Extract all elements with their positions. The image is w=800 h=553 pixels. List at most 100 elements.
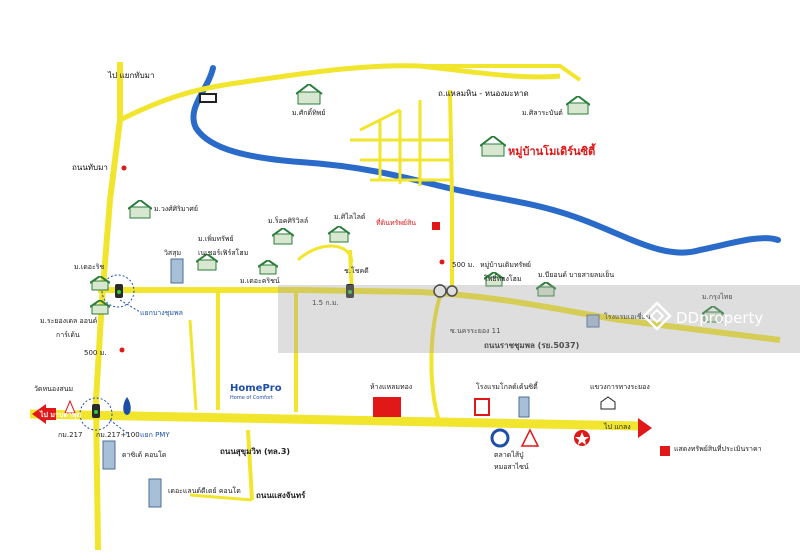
caltex-icon (574, 430, 590, 446)
house-icon (484, 272, 504, 287)
intersection-circle (101, 274, 135, 308)
building-icon (518, 396, 530, 418)
label-wongsirimat: ม.วงศ์ศิริมาศย์ (154, 205, 198, 213)
house-icon (90, 300, 110, 315)
mall-icon (373, 397, 401, 417)
label-sang-chan: ถนนแสงจันทร์ (256, 491, 306, 500)
intersection-circle (79, 397, 113, 431)
house-icon (90, 276, 110, 291)
label-to-klaeng: ไป แกลง (604, 423, 631, 431)
river (190, 65, 781, 256)
house-icon (702, 306, 724, 323)
label-market: ตลาดไส้ปู่ (494, 451, 524, 459)
label-rat-road: ถนนราชชุมพล (รย.5037) (484, 341, 580, 350)
watermark-band (278, 285, 800, 353)
label-ramp: แยกบางชุมพล (140, 309, 183, 317)
temple-icon (520, 428, 540, 447)
arrow-left-icon (32, 404, 46, 424)
building-icon (102, 440, 116, 470)
label-wat: วัดหนองสนม (34, 385, 74, 393)
house-icon (566, 96, 590, 115)
label-km217: กม.217 (58, 431, 83, 439)
label-assess: แสดงทรัพย์สินที่ประเมินราคา (674, 445, 762, 453)
label-bliss: ม.บียอนด์ บายสายลมเย็น (538, 271, 615, 279)
label-nextpin: เนเชอร์เฟิร์สโฮม (198, 249, 249, 257)
house-icon (328, 226, 350, 243)
arrow-right-icon (638, 418, 652, 438)
house-icon (272, 228, 294, 245)
building-icon (586, 314, 600, 328)
label-sukhumvit: ถนนสุขุมวิท (ทล.3) (220, 447, 291, 456)
label-mue-rich: ม.เดอะริช (74, 263, 105, 271)
label-soi-11: ซ.นครระยอง 11 (450, 327, 501, 335)
label-top-left-road: ไป แยกทับมา (108, 71, 155, 80)
building-icon (148, 478, 162, 508)
hotel-icon (474, 398, 490, 416)
road-sukhumvit (29, 409, 641, 431)
road-laem-hin (420, 64, 582, 82)
road-sang-chan (246, 429, 254, 501)
ddproperty-logo-icon (642, 301, 672, 331)
traffic-light-icon (115, 284, 123, 298)
house-icon (128, 200, 152, 219)
house-icon (480, 136, 506, 157)
traffic-light-icon (346, 284, 354, 298)
gas-station-icon (123, 397, 131, 415)
roundabout-icon (433, 284, 447, 298)
label-tourism: แขวงการทางระยอง (590, 383, 650, 391)
label-laem-hin: ถ.แหลมหิน - หนองมะหาด (438, 89, 529, 98)
label-mue-sap: ม.เพิ่มทรัพย์ (198, 235, 234, 243)
road-soi-c (188, 319, 198, 411)
label-500m-b: 500 ม. (84, 349, 107, 357)
road-left-vertical (92, 62, 123, 551)
label-krung-thai: ม.กรุงไทย (702, 293, 733, 301)
house-icon (196, 254, 218, 271)
bridge-marker (199, 93, 217, 103)
label-vision: ดาซิเด้ คอนโด (122, 451, 167, 459)
label-km: 1.5 ก.ม. (312, 299, 339, 307)
label-saksit: ม.ศักดิ์ทิพย์ (292, 109, 326, 117)
label-project: หมู่บ้านโมเดิร์นซิตี้ (508, 145, 596, 158)
building-icon (170, 258, 184, 284)
watermark-text: DDproperty (676, 309, 764, 327)
label-km217-100: กม.217+100 (96, 431, 140, 439)
label-le-creek: ม.เดอะคริชน์ (240, 277, 280, 285)
label-beer: เดอะแลนด์ดีเดย์ คอนโด (168, 487, 241, 495)
label-silai: ม.ศิไลไลด์ (334, 213, 366, 221)
label-dancing: ห้างแหลมทอง (370, 383, 413, 391)
project-grid (350, 100, 450, 186)
ptt-icon (490, 428, 510, 448)
road-soi-d (429, 295, 442, 419)
label-choke: ช.โชคดี (344, 267, 369, 275)
label-homepro: HomePro (230, 383, 282, 394)
label-thidin: ที่ดินทรัพย์สิน (376, 219, 417, 227)
thidin-marker (432, 222, 440, 230)
label-hospital: หมอสาไซน์ (494, 463, 529, 471)
label-500m-a: 500 ม. (452, 261, 475, 269)
label-pmy: แยก PMY (140, 431, 170, 439)
road-soi-f (296, 244, 354, 263)
government-icon (600, 396, 616, 410)
road-project (448, 89, 454, 296)
road-rat (98, 287, 781, 343)
label-homepro-sub: Home of Comfort (230, 395, 274, 401)
label-tipwa: โพธิ์ทองโฮม (484, 275, 522, 283)
house-icon (296, 84, 323, 105)
label-thap-ma-road: ถนนทับมา (72, 163, 108, 172)
label-siraban: ม.ศิลาระบันต์ (522, 109, 563, 117)
label-hotel-min: โรงแรมเอเชี่ยน (604, 313, 651, 321)
house-icon (536, 282, 556, 297)
temple-icon (64, 400, 76, 414)
road-thap-ma (118, 63, 561, 123)
label-ban-ngam: หมู่บ้านเติมทรัพย์ (480, 261, 532, 269)
label-cardins: การ์เด้น (56, 331, 80, 339)
property-marker (660, 446, 670, 456)
label-visaum: วิสสุม (164, 249, 182, 257)
label-to-bangkok: ไป มาบตาพุด (40, 411, 82, 419)
house-icon (258, 260, 278, 275)
traffic-light-icon (92, 404, 100, 418)
label-rock-villa: ม.ร็อคศิริวิลล์ (268, 217, 309, 225)
road-sang-chan-h (189, 493, 253, 502)
